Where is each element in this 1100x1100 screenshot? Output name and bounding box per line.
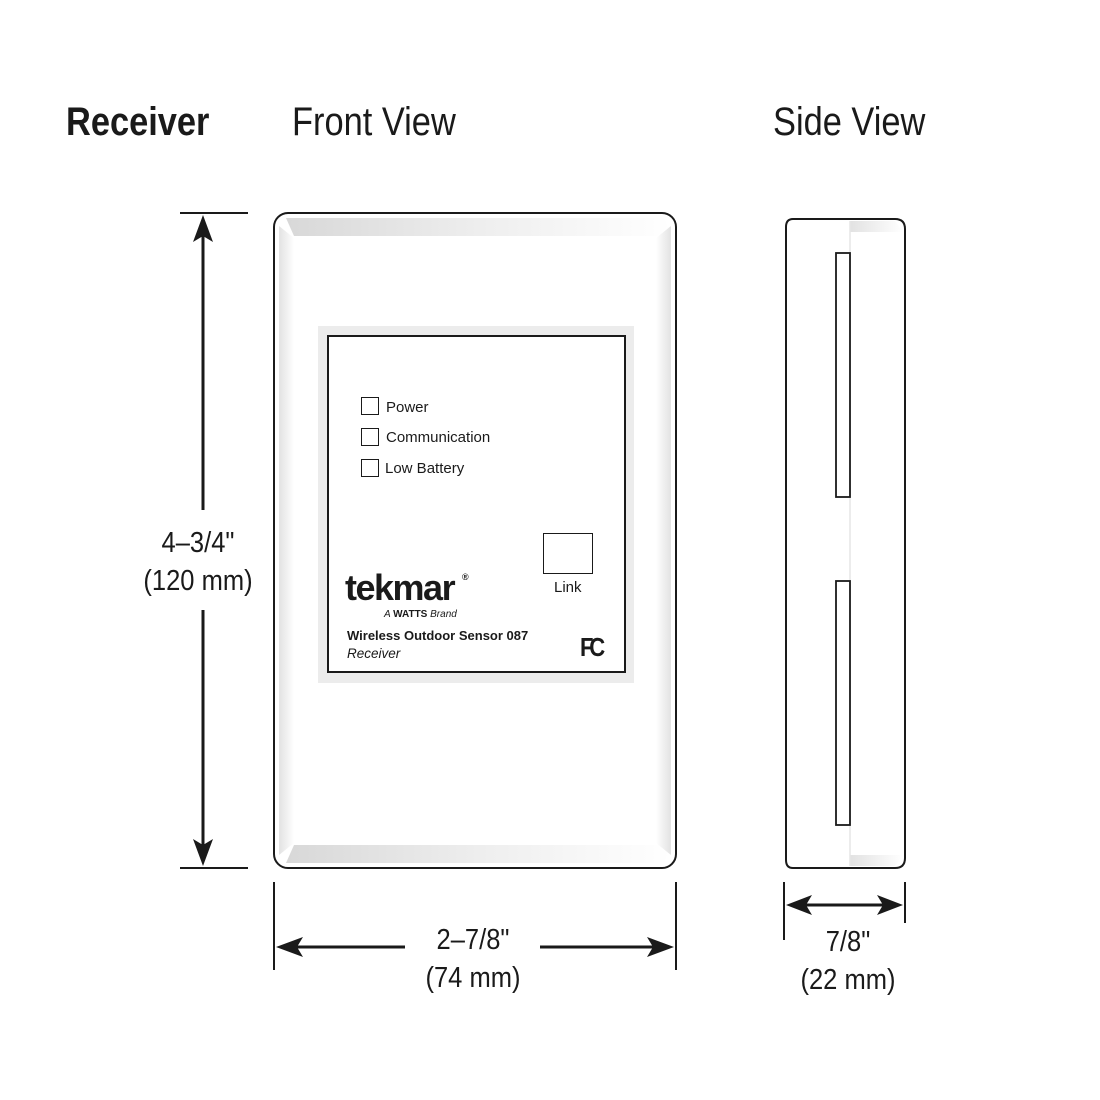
low-battery-led-indicator [361, 459, 379, 477]
product-subtitle: Receiver [347, 646, 401, 661]
width-inches: 2–7/8" [436, 924, 510, 956]
drawing-title: Receiver [66, 100, 210, 144]
communication-indicator-label: Communication [386, 429, 491, 446]
width-millimeters: (74 mm) [425, 962, 521, 994]
watts-brand-tagline: A WATTS Brand [384, 609, 457, 620]
registered-mark: ® [462, 572, 469, 582]
tagline-prefix: A [384, 609, 391, 620]
product-name: Wireless Outdoor Sensor 087 [347, 628, 529, 643]
fcc-certification-mark: FC [580, 632, 605, 662]
depth-inches: 7/8" [825, 926, 871, 958]
front-label-panel [318, 326, 634, 683]
depth-dimension [783, 882, 906, 940]
power-indicator-label: Power [386, 399, 429, 416]
height-millimeters: (120 mm) [143, 565, 253, 597]
power-led-indicator [361, 397, 379, 415]
height-inches: 4–3/4" [161, 527, 235, 559]
side-view-housing [785, 218, 906, 869]
height-dimension [180, 212, 248, 869]
height-dimension-label: 4–3/4" (120 mm) [136, 524, 260, 600]
width-dimension [273, 882, 677, 970]
depth-millimeters: (22 mm) [800, 964, 896, 996]
link-button-label: Link [554, 579, 582, 596]
link-button[interactable] [543, 533, 593, 574]
front-view-title: Front View [292, 100, 456, 144]
communication-led-indicator [361, 428, 379, 446]
tagline-suffix: Brand [430, 609, 457, 620]
tekmar-logo: tekmar [345, 567, 456, 608]
width-dimension-label: 2–7/8" (74 mm) [407, 921, 539, 997]
low-battery-indicator-label: Low Battery [385, 460, 465, 477]
side-view-title: Side View [773, 100, 926, 144]
depth-dimension-label: 7/8" (22 mm) [788, 923, 908, 999]
tagline-watts: WATTS [393, 609, 428, 620]
